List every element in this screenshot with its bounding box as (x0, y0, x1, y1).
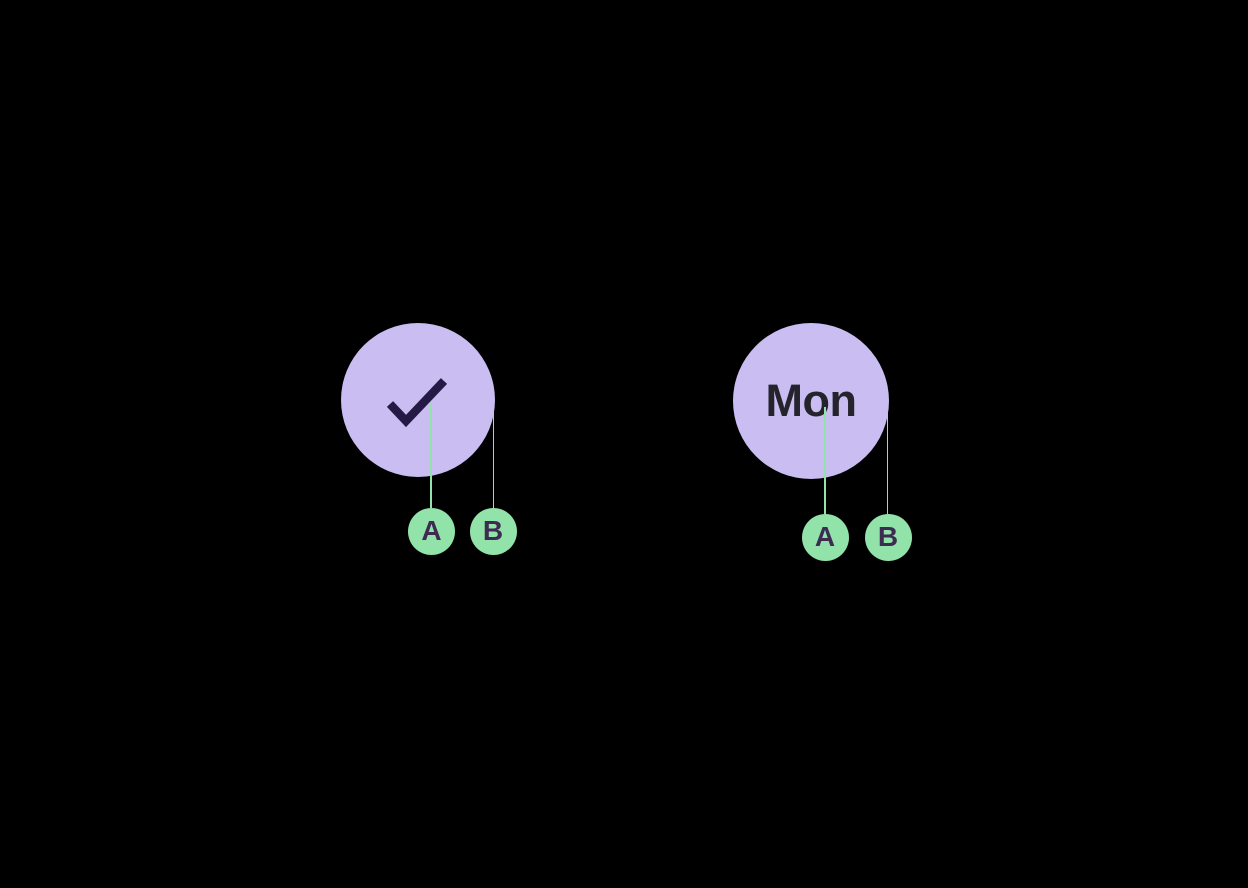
marker-keyline-b (886, 406, 888, 514)
marker-label: A (814, 520, 836, 552)
marker-label: B (877, 520, 899, 552)
day-label: Mon (765, 374, 857, 426)
check-icon (341, 323, 495, 477)
marker-keyline-b (492, 404, 495, 508)
marker-badge-b: B (864, 513, 912, 561)
marker-badge-b: B (469, 507, 517, 555)
marker-label: A (421, 514, 442, 546)
marker-badge-a: A (408, 507, 455, 555)
day-circle-mon[interactable]: Mon (733, 323, 889, 479)
marker-keyline-a (824, 407, 826, 514)
marker-label: B (482, 514, 504, 546)
selected-day-circle[interactable] (341, 323, 495, 477)
marker-keyline-a (430, 403, 432, 508)
marker-badge-a: A (801, 513, 849, 561)
